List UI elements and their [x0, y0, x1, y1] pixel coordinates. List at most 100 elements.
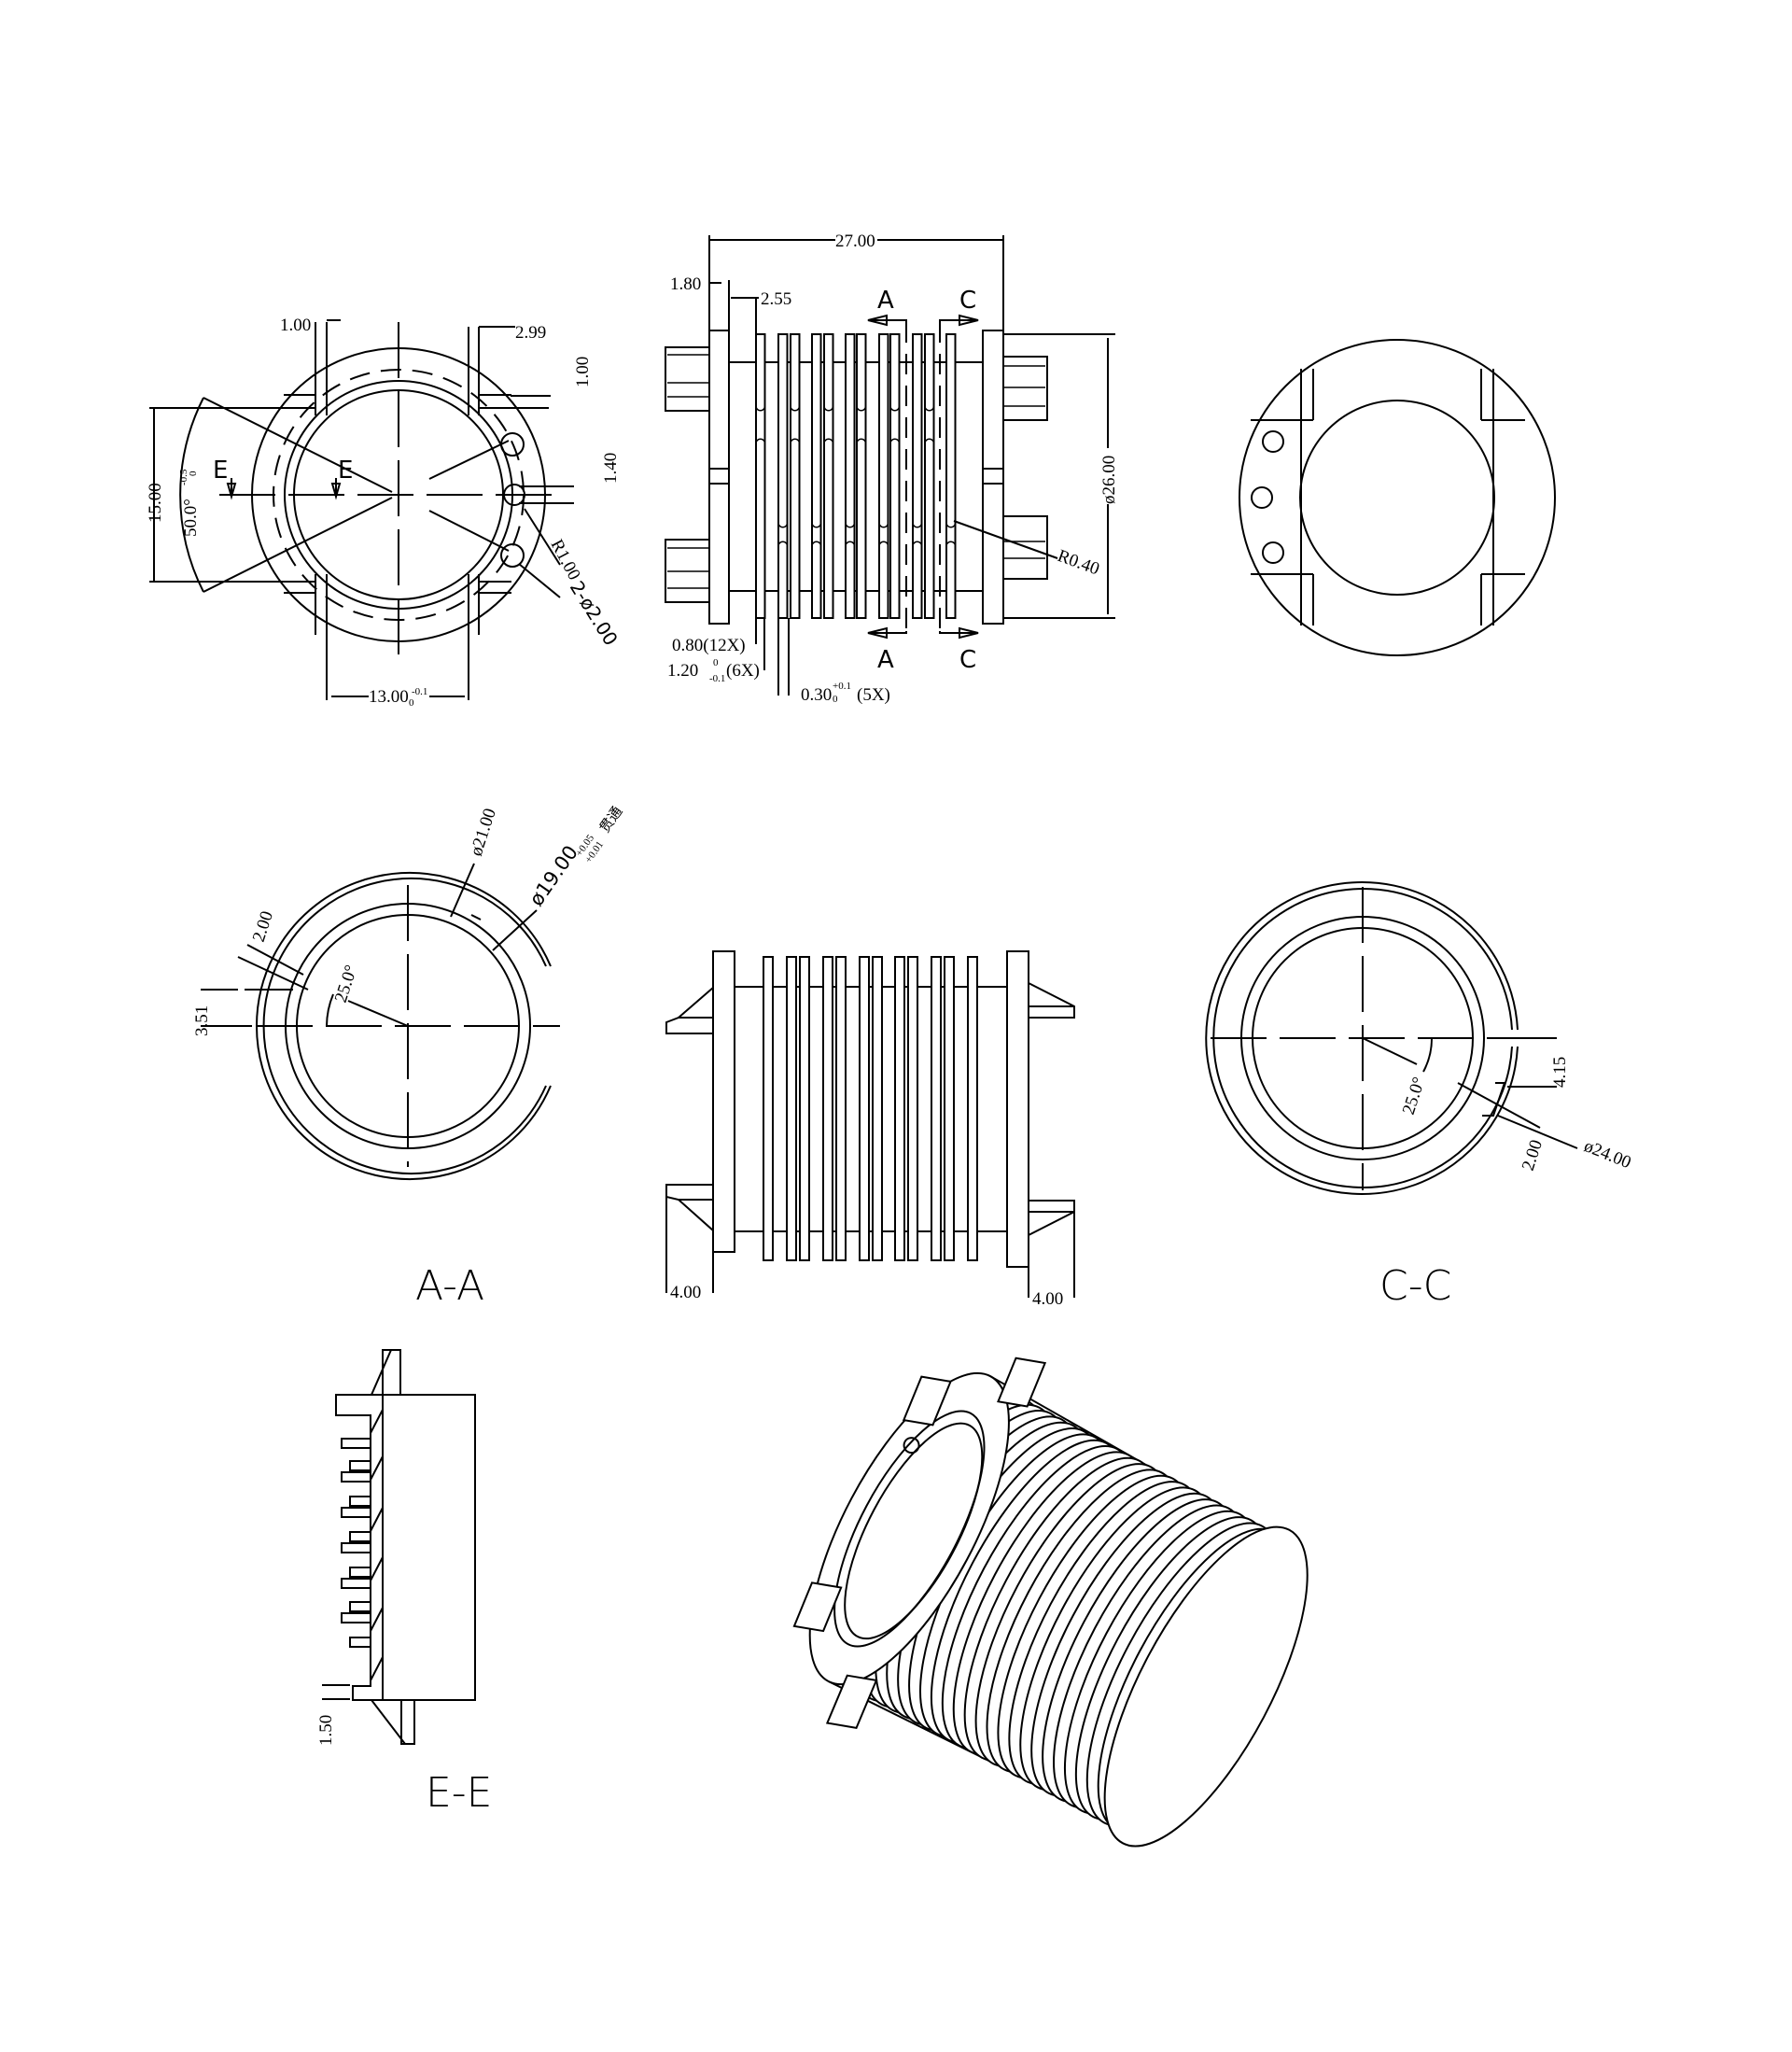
pin-right-bottom [1002, 515, 1048, 580]
rib [823, 333, 834, 619]
dim-offset: 3.51 [192, 1005, 212, 1036]
rib-slot [845, 541, 856, 547]
rib [811, 333, 822, 619]
dim-rib: 0.80(12X) [672, 636, 746, 655]
rib [894, 956, 905, 1261]
rib [755, 333, 766, 619]
rib-slot [755, 405, 766, 412]
rib [889, 333, 901, 619]
rib-slot [823, 438, 834, 444]
dim-slot-count: (5X) [857, 685, 890, 705]
dim-flange: 1.50 [316, 1715, 336, 1746]
dim-gap-tol-upper: 0 [713, 657, 719, 668]
dim-angle: 25.0° [331, 963, 362, 1005]
dim-slot: 2.00 [1519, 1137, 1547, 1173]
dim-angle-tol-lower: 0 [188, 471, 199, 476]
rib-slot [924, 438, 935, 444]
dim-slot-tol-lower: 0 [833, 694, 838, 705]
rib-slot [945, 522, 957, 528]
rib [763, 956, 774, 1261]
section-ee: 1.50 E-E [316, 1349, 492, 1817]
dim-gap-tol-lower: -0.1 [709, 673, 725, 684]
dim-outer: ø24.00 [1581, 1136, 1633, 1173]
side-view: 27.00 1.80 2.55 ø26.00 R0.40 0.80(12X) 1… [665, 232, 1119, 705]
hatch [370, 1455, 384, 1481]
rib-slot [823, 405, 834, 412]
rib-slot [889, 438, 901, 444]
dim-slot-width: 1.00 [280, 316, 311, 335]
dim-gap-count: (6X) [726, 661, 760, 681]
fin [349, 1460, 371, 1471]
pin-right-top [1002, 356, 1048, 421]
dim-slot: 0.30 [801, 685, 832, 705]
rib-slot [878, 522, 889, 528]
fin [349, 1567, 371, 1578]
back-view [1239, 339, 1556, 656]
rib-slot [811, 522, 822, 528]
middle-view: 4.00 4.00 [665, 950, 1075, 1309]
dim-flange: 1.80 [670, 274, 701, 294]
rib [944, 956, 955, 1261]
dim-bore-note: 贯通 [596, 803, 626, 836]
section-label-a-bottom: A [877, 646, 894, 674]
rib-slot [856, 438, 867, 444]
section-label-a-top: A [877, 287, 894, 315]
rib [907, 956, 918, 1261]
rib-slot [845, 522, 856, 528]
iso-tab [902, 1375, 952, 1427]
rib-slot [912, 541, 923, 547]
hatch [370, 1656, 384, 1681]
rib-slot [912, 522, 923, 528]
rib [799, 956, 810, 1261]
pin-hole [500, 543, 525, 568]
rib [835, 956, 847, 1261]
rib [924, 333, 935, 619]
section-mark-e-left: E [213, 457, 228, 485]
section-mark-e-right: E [338, 457, 353, 485]
rib-slot [777, 522, 789, 528]
dim-angle: 50.0° [181, 499, 201, 537]
section-title: E-E [426, 1769, 492, 1817]
fin [341, 1578, 371, 1589]
dim-tab-depth: 1.00 [573, 357, 593, 387]
dim-slot: 2.00 [249, 908, 277, 944]
dim-notch: 1.40 [601, 453, 621, 484]
iso-tab [825, 1674, 878, 1729]
rib [931, 956, 942, 1261]
section-label-c-top: C [959, 287, 976, 315]
iso-tab [792, 1581, 843, 1633]
fin [341, 1612, 371, 1623]
dim-offset: 4.15 [1550, 1057, 1570, 1088]
rib [822, 956, 833, 1261]
back-flange [1103, 1525, 1309, 1848]
dim-angle: 25.0° [1399, 1075, 1430, 1117]
rib-slot [811, 541, 822, 547]
rib [856, 333, 867, 619]
rib-slot [755, 438, 766, 444]
dim-holes: 2-ø2.00 [566, 577, 623, 650]
dim-first-rib: 2.55 [761, 289, 791, 309]
front-flange [808, 1371, 1010, 1686]
rib [790, 333, 801, 619]
dim-width-tol-upper: -0.1 [412, 686, 427, 697]
dim-gap: 1.20 [667, 661, 698, 681]
rib [845, 333, 856, 619]
fin [349, 1531, 371, 1542]
section-label-c-bottom: C [959, 646, 976, 674]
dim-radius: R0.40 [1055, 546, 1101, 579]
rib-slot [878, 541, 889, 547]
section-title: A-A [415, 1262, 484, 1310]
hatch [370, 1556, 384, 1581]
rib-slot [790, 438, 801, 444]
right-flange [982, 330, 1004, 625]
section-cc: 4.15 25.0° 2.00 ø24.00 C-C [1205, 881, 1633, 1310]
dim-angle-tol-upper: -0.5 [178, 469, 189, 485]
rib [945, 333, 957, 619]
rib [878, 333, 889, 619]
rib-slot [856, 405, 867, 412]
dim-length: 27.00 [835, 232, 875, 251]
section-title: C-C [1379, 1262, 1451, 1310]
fin [349, 1496, 371, 1507]
rib [872, 956, 883, 1261]
